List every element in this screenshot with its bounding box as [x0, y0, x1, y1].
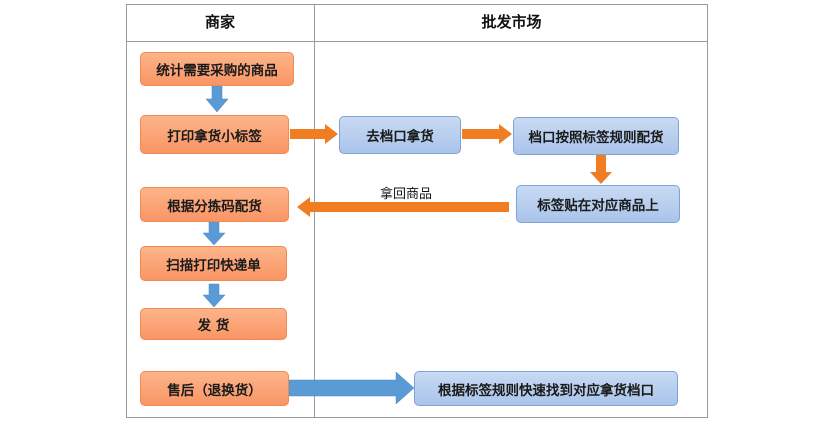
edge-label-bring-back: 拿回商品: [380, 187, 433, 202]
node-after-sales: 售后（退换货）: [140, 371, 289, 406]
arrow-stall-to-prepare: [462, 124, 512, 144]
arrow-aftersales-to-find: [288, 371, 415, 405]
node-ship: 发 货: [140, 308, 287, 340]
node-print-labels: 打印拿货小标签: [140, 115, 289, 154]
swimlane-table: [126, 4, 708, 418]
column-header-merchant: 商家: [204, 13, 235, 31]
arrow-sort-to-scan: [202, 221, 226, 246]
node-scan-print: 扫描打印快递单: [140, 246, 287, 281]
column-header-market: 批发市场: [481, 13, 542, 31]
node-go-to-stall: 去档口拿货: [339, 116, 461, 154]
node-stall-prepare: 档口按照标签规则配货: [513, 117, 679, 155]
arrow-stick-to-sort: [297, 197, 509, 217]
node-stick-labels: 标签贴在对应商品上: [516, 185, 680, 223]
node-sort-by-code: 根据分拣码配货: [140, 187, 289, 222]
node-count-goods: 统计需要采购的商品: [140, 52, 294, 86]
arrow-scan-to-ship: [202, 283, 226, 308]
header-divider: [126, 41, 708, 42]
arrow-count-to-print: [205, 85, 229, 113]
arrow-print-to-stall: [290, 124, 338, 144]
arrow-prepare-to-stick: [590, 155, 612, 184]
node-find-stall: 根据标签规则快速找到对应拿货档口: [414, 371, 678, 406]
